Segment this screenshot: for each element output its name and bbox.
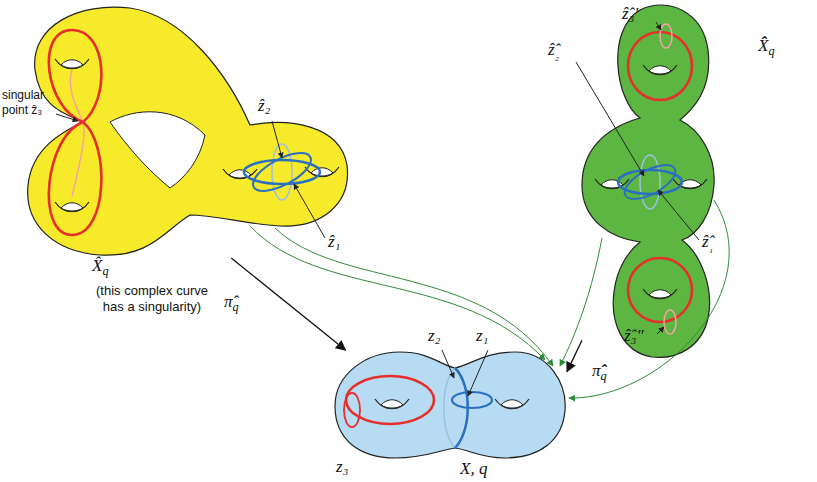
point-label: z₂ [428, 326, 441, 346]
red-loop [344, 393, 360, 427]
leader-line [468, 350, 488, 396]
leader-line [272, 121, 282, 158]
red-loop [628, 32, 692, 100]
leader-line [576, 62, 644, 176]
singular-surface [28, 7, 348, 255]
point-label: ẑ̂₁ [702, 232, 713, 252]
handle-hole [595, 179, 629, 189]
point-label: ẑ₁ [328, 232, 341, 252]
mapping-curve [569, 200, 729, 398]
blue-loop [618, 170, 682, 194]
blue-loop [248, 145, 317, 198]
red-loop [628, 258, 692, 322]
map-label: π̂q [224, 292, 239, 312]
red-loop [49, 122, 102, 235]
point-label: ẑ̂₂ [548, 40, 559, 60]
blue-loop [272, 144, 292, 200]
red-loop [49, 30, 102, 122]
surface-region: X, q [335, 350, 567, 458]
surface-region: X̂̂q [582, 4, 714, 358]
point-label: ẑ̂₃′ [622, 4, 638, 24]
handle-hole [55, 202, 89, 212]
surface-region: X̂q(this complex curve has a singularity… [20, 0, 350, 258]
blue-loop [244, 160, 320, 184]
handle-hole [495, 399, 529, 409]
vanishing-cycle [664, 310, 676, 334]
handle-hole [223, 169, 257, 179]
leader-line [658, 190, 699, 240]
handle-hole [305, 167, 339, 177]
map-label: π̂̂q [592, 361, 607, 381]
point-label: singular point ẑ₃ [2, 88, 56, 118]
vanishing-cycle [660, 24, 672, 48]
mapping-curve [275, 228, 553, 366]
point-label: z₁ [476, 326, 489, 346]
blue-loop [640, 155, 660, 209]
handle-hole [55, 59, 89, 69]
mapping-curve [560, 238, 602, 366]
surface-name: X̂q [92, 256, 109, 276]
blue-loop [620, 158, 681, 205]
surface-name: X̂̂q [758, 36, 775, 56]
leader-line [56, 114, 78, 121]
leader-line [656, 22, 661, 30]
projection-arrow [231, 258, 345, 350]
mapping-curve [250, 226, 545, 360]
leader-line [442, 350, 454, 378]
blue-loop [444, 368, 455, 448]
projection-arrow [567, 340, 582, 371]
surface-gap [110, 112, 205, 188]
handle-hole [643, 289, 677, 299]
leader-line [294, 184, 325, 238]
point-label: ẑ₂ [258, 96, 271, 116]
handle-hole [375, 399, 409, 409]
blue-loop [452, 392, 492, 408]
point-label: ẑ̂₃″ [624, 326, 644, 346]
normalized-surface [582, 5, 714, 357]
surface-note: (this complex curve has a singularity) [86, 283, 218, 314]
leader-line [657, 327, 664, 334]
surface-name: X, q [460, 459, 487, 479]
point-label: z₃ [336, 457, 349, 477]
handle-hole [643, 65, 677, 75]
vanishing-cycle [70, 70, 84, 196]
